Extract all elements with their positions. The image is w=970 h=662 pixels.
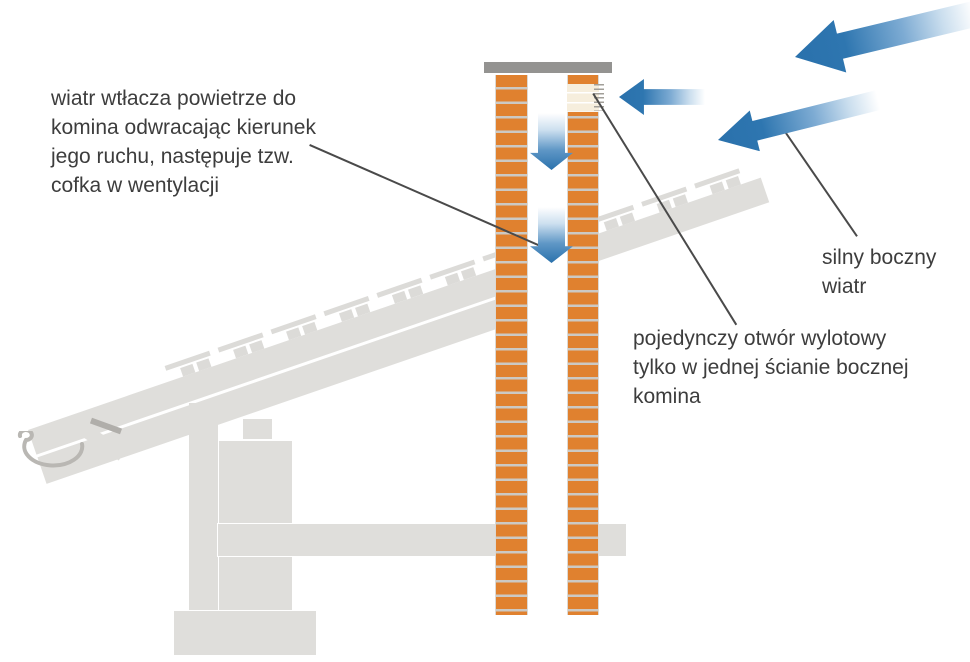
leader-line-side-wind <box>781 127 858 237</box>
label-backdraft-line3: jego ruchu, następuje tzw. <box>51 145 294 168</box>
foundation-block <box>173 610 317 656</box>
label-backdraft-line4: cofka w wentylacji <box>51 174 220 197</box>
chimney <box>495 75 599 615</box>
label-side-wind-line1: silny boczny <box>822 246 937 269</box>
outlet-grille-icon <box>594 84 604 111</box>
outlet-opening <box>567 84 599 112</box>
label-outlet-line2: tylko w jednej ścianie bocznej <box>633 356 909 379</box>
chimney-right-wall <box>567 75 599 615</box>
label-side-wind-line2: wiatr <box>822 275 867 298</box>
label-outlet-line1: pojedynczy otwór wylotowy <box>633 327 887 350</box>
label-backdraft-line1: wiatr wtłacza powietrze do <box>51 87 297 110</box>
roof-deck <box>28 177 770 455</box>
chimney-cap <box>484 62 612 73</box>
wall-top-block <box>242 418 273 440</box>
label-outlet: pojedynczy otwór wylotowy tylko w jednej… <box>633 324 908 411</box>
gutter-icon <box>17 431 85 468</box>
outlet-wind-arrow-icon <box>619 79 705 115</box>
wall-stud <box>188 402 219 612</box>
chimney-left-wall <box>495 75 528 615</box>
wind-arrow-upper-icon <box>789 0 970 83</box>
label-backdraft-line2: komina odwracając kierunek <box>51 116 316 139</box>
label-outlet-line3: komina <box>633 385 701 408</box>
label-side-wind: silny boczny wiatr <box>822 243 936 301</box>
label-backdraft: wiatr wtłacza powietrze do komina odwrac… <box>51 84 316 200</box>
